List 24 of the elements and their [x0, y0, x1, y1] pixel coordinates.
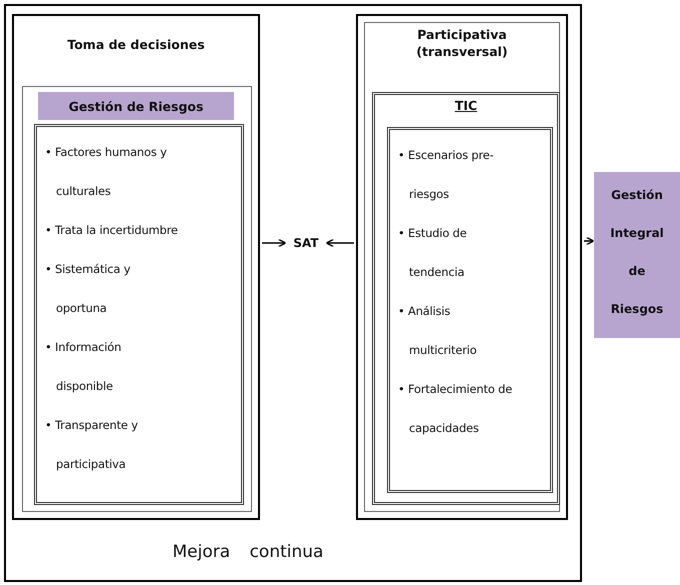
list-item: • Estudio de tendencia: [398, 225, 468, 281]
panel: [372, 92, 560, 505]
list-item: • Fortalecimiento de capacidades: [398, 381, 514, 437]
list-item: • Sistemática y oportuna: [45, 261, 132, 317]
footer-text: Mejora continua: [172, 542, 324, 562]
panel-heading: TIC: [454, 97, 478, 114]
list-item: • Factores humanos y culturales: [45, 144, 168, 200]
list-box: [34, 124, 244, 505]
sat-label: SAT: [286, 234, 326, 252]
list-item: • Trata la incertidumbre: [45, 222, 179, 239]
outer-frame: [4, 4, 582, 582]
panel-heading: Toma de decisiones: [66, 36, 206, 53]
heading-box: Gestión de Riesgos: [38, 92, 234, 120]
list-item: • Transparente y participativa: [45, 417, 139, 473]
list-item: • Información disponible: [45, 339, 122, 395]
arrow: [326, 238, 354, 248]
panel-heading: Participativa (transversal): [415, 26, 509, 60]
panel: [12, 14, 260, 520]
list-item: • Escenarios pre-riesgos: [398, 147, 495, 203]
arrow: [584, 236, 594, 246]
list-box: [387, 127, 553, 493]
result-box: Gestión Integral de Riesgos: [594, 172, 680, 338]
list-item: • Análisis multicriterio: [398, 303, 478, 359]
arrow: [262, 238, 286, 248]
